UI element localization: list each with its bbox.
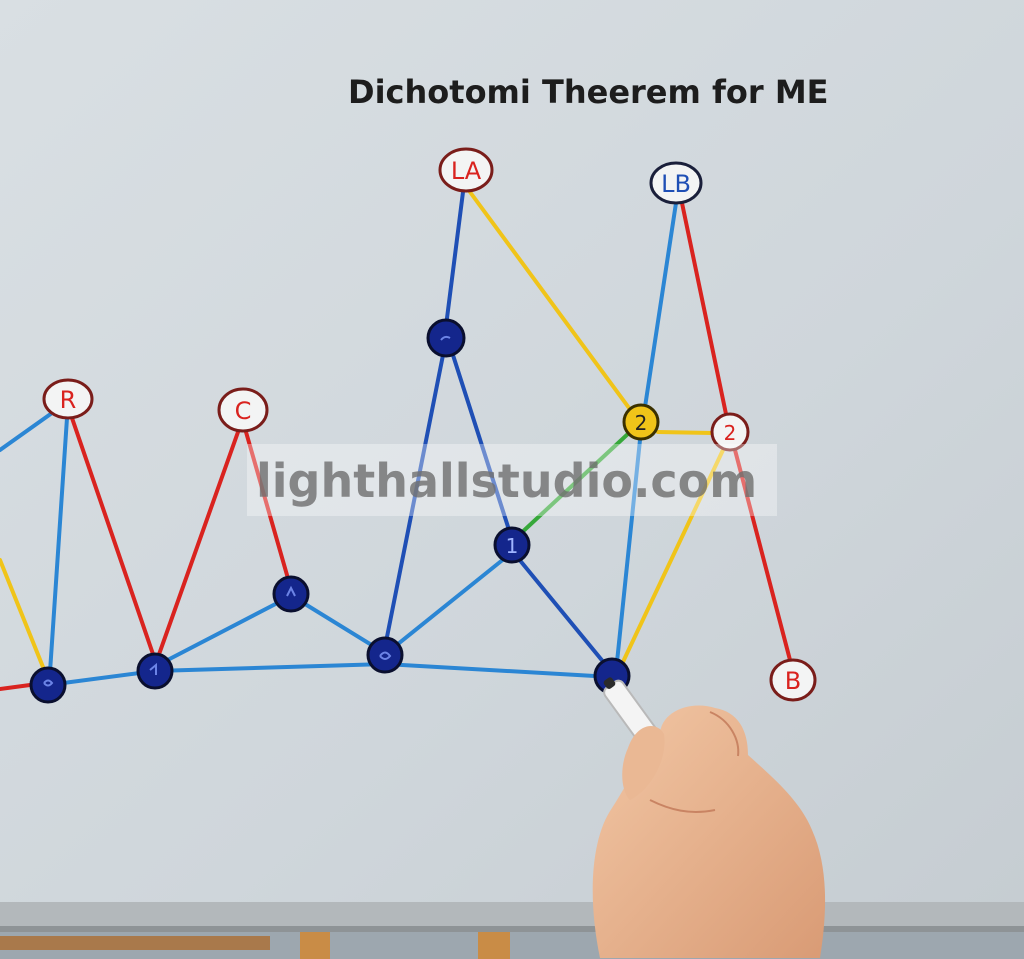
node-label-B: B bbox=[785, 667, 801, 695]
whiteboard bbox=[0, 0, 1024, 905]
easel-leg-left bbox=[300, 932, 330, 959]
edge bbox=[384, 348, 446, 644]
blue-node bbox=[426, 318, 466, 358]
node-label-C: C bbox=[235, 397, 252, 425]
graph-edges bbox=[0, 190, 792, 691]
edge bbox=[450, 350, 512, 535]
node-label-two-yellow: 2 bbox=[635, 411, 648, 435]
edge bbox=[290, 594, 385, 654]
node-LA: LA bbox=[438, 147, 494, 193]
edge bbox=[733, 448, 792, 662]
board-tray-edge bbox=[0, 926, 1024, 932]
hand bbox=[592, 705, 826, 958]
node-marks bbox=[43, 335, 451, 687]
node-label-LA: LA bbox=[451, 157, 482, 185]
node-one: 1 bbox=[493, 526, 531, 564]
edge bbox=[620, 448, 725, 666]
node-label-one: 1 bbox=[506, 534, 519, 558]
edge bbox=[46, 661, 614, 687]
watermark-band bbox=[247, 444, 777, 516]
node-label-R: R bbox=[60, 386, 77, 414]
node-two-white: 2 bbox=[710, 412, 750, 452]
edge bbox=[0, 558, 47, 674]
edge bbox=[615, 438, 642, 664]
edge bbox=[0, 683, 32, 691]
edge bbox=[0, 411, 54, 452]
edge bbox=[444, 190, 465, 328]
edge bbox=[156, 595, 291, 667]
edge bbox=[386, 556, 507, 654]
wood-shelf bbox=[0, 936, 270, 950]
node-two-yellow: 2 bbox=[622, 403, 660, 441]
edge bbox=[70, 416, 157, 662]
edge bbox=[656, 430, 714, 435]
blue-node bbox=[272, 575, 310, 613]
node-label-two-white: 2 bbox=[724, 421, 737, 445]
node-B: B bbox=[769, 658, 817, 702]
node-LB: LB bbox=[649, 161, 703, 205]
board-title: Dichotomi Theerem for ME bbox=[348, 73, 829, 111]
edge bbox=[244, 430, 291, 584]
board-tray bbox=[0, 902, 1024, 928]
watermark-text: lighthallstudio.com bbox=[256, 454, 757, 508]
edge bbox=[468, 190, 634, 414]
edge bbox=[155, 430, 240, 662]
edge bbox=[643, 201, 678, 409]
edge bbox=[48, 416, 69, 674]
edge bbox=[516, 556, 607, 666]
edge bbox=[516, 430, 632, 538]
node-R: R bbox=[42, 378, 94, 420]
edge bbox=[680, 201, 728, 416]
easel-leg-right bbox=[478, 932, 510, 959]
blue-node bbox=[366, 636, 404, 674]
node-C: C bbox=[217, 387, 269, 433]
node-label-LB: LB bbox=[661, 170, 691, 198]
